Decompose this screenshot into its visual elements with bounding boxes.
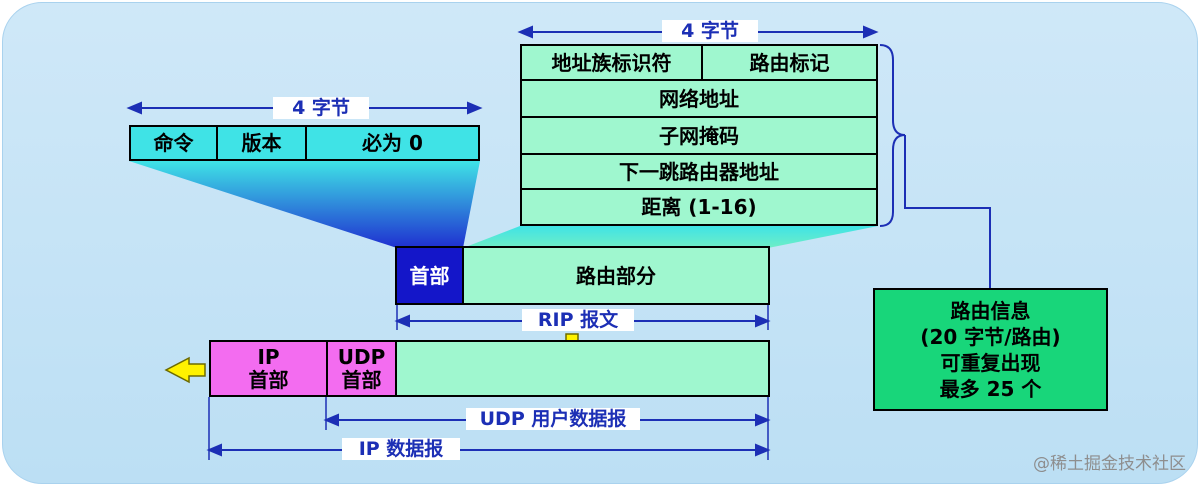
rip-header-block: 首部 [395,246,464,305]
ip-datagram-label: IP 数据报 [342,438,460,460]
left-arrow-icon [164,356,206,384]
mask-field: 子网掩码 [520,116,878,155]
must-zero-field: 必为 0 [305,125,480,161]
brace-icon [879,44,906,227]
command-field: 命令 [129,125,218,161]
entry-width-label: 4 字节 [662,20,758,42]
rip-routing-block: 路由部分 [462,246,770,305]
udp-header-block: UDP 首部 [326,340,397,397]
watermark: @稀土掘金技术社区 [1033,454,1186,474]
network-field: 网络地址 [520,79,878,118]
ip-header-block: IP 首部 [209,340,328,397]
routing-funnel [463,226,878,248]
header-funnel [129,161,480,248]
family-field: 地址族标识符 [520,44,703,81]
next-hop-field: 下一跳路由器地址 [520,153,878,190]
distance-field: 距离 (1-16) [520,188,878,226]
version-field: 版本 [216,125,307,161]
udp-payload-block [395,340,770,397]
udp-datagram-label: UDP 用户数据报 [466,408,640,430]
header-width-label: 4 字节 [273,97,369,119]
route-info-box: 路由信息 (20 字节/路由) 可重复出现 最多 25 个 [873,288,1108,411]
rip-message-label: RIP 报文 [522,309,634,331]
tag-field: 路由标记 [701,44,878,81]
